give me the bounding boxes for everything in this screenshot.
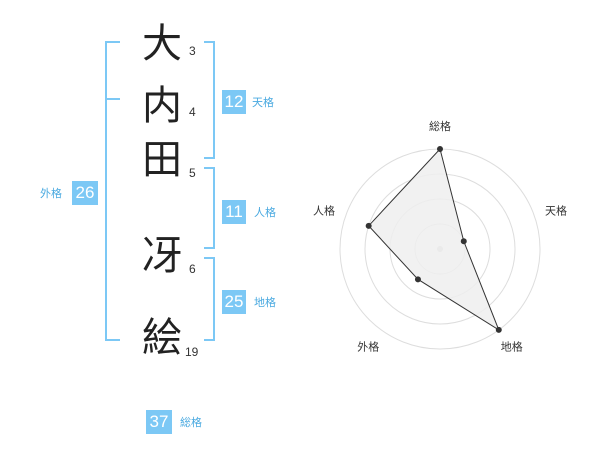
jinkaku-value: 11 — [222, 200, 246, 224]
soukaku-value: 37 — [146, 410, 172, 434]
gaikaku-value: 26 — [72, 181, 98, 205]
name-char-3: 田 — [142, 137, 182, 183]
chikaku-label: 地格 — [254, 296, 276, 309]
name-char-2: 内 — [142, 83, 182, 129]
tenkaku-bracket — [204, 41, 215, 159]
name-char-5: 絵 — [142, 315, 182, 361]
tenkaku-label: 天格 — [252, 96, 274, 109]
gaikaku-bracket — [105, 41, 120, 341]
radar-axis-label-3: 地格 — [501, 340, 523, 354]
radar-axis-label-4: 外格 — [357, 340, 379, 354]
chikaku-bracket — [204, 257, 215, 341]
gaikaku-label: 外格 — [40, 187, 62, 200]
stroke-count-3: 5 — [189, 166, 196, 180]
jinkaku-label: 人格 — [254, 206, 276, 219]
soukaku-label: 総格 — [180, 416, 202, 429]
stroke-count-1: 3 — [189, 44, 196, 58]
radar-series-area — [367, 147, 500, 332]
radar-axis-label-5: 人格 — [313, 203, 335, 217]
name-char-4: 冴 — [142, 233, 182, 279]
stroke-count-2: 4 — [189, 105, 196, 119]
tenkaku-value: 12 — [222, 90, 246, 114]
radar-point-4 — [414, 276, 421, 283]
radar-point-1 — [437, 146, 443, 152]
name-char-1: 大 — [142, 21, 182, 67]
jinkaku-bracket — [204, 167, 215, 249]
radar-axis-label-1: 総格 — [429, 119, 451, 133]
chikaku-value: 25 — [222, 290, 246, 314]
radar-axis-label-2: 天格 — [545, 203, 567, 217]
stroke-count-4: 6 — [189, 262, 196, 276]
radar-point-2 — [460, 238, 467, 245]
stroke-count-5: 19 — [185, 345, 199, 359]
radar-point-5 — [365, 222, 372, 229]
radar-point-3 — [495, 326, 502, 333]
